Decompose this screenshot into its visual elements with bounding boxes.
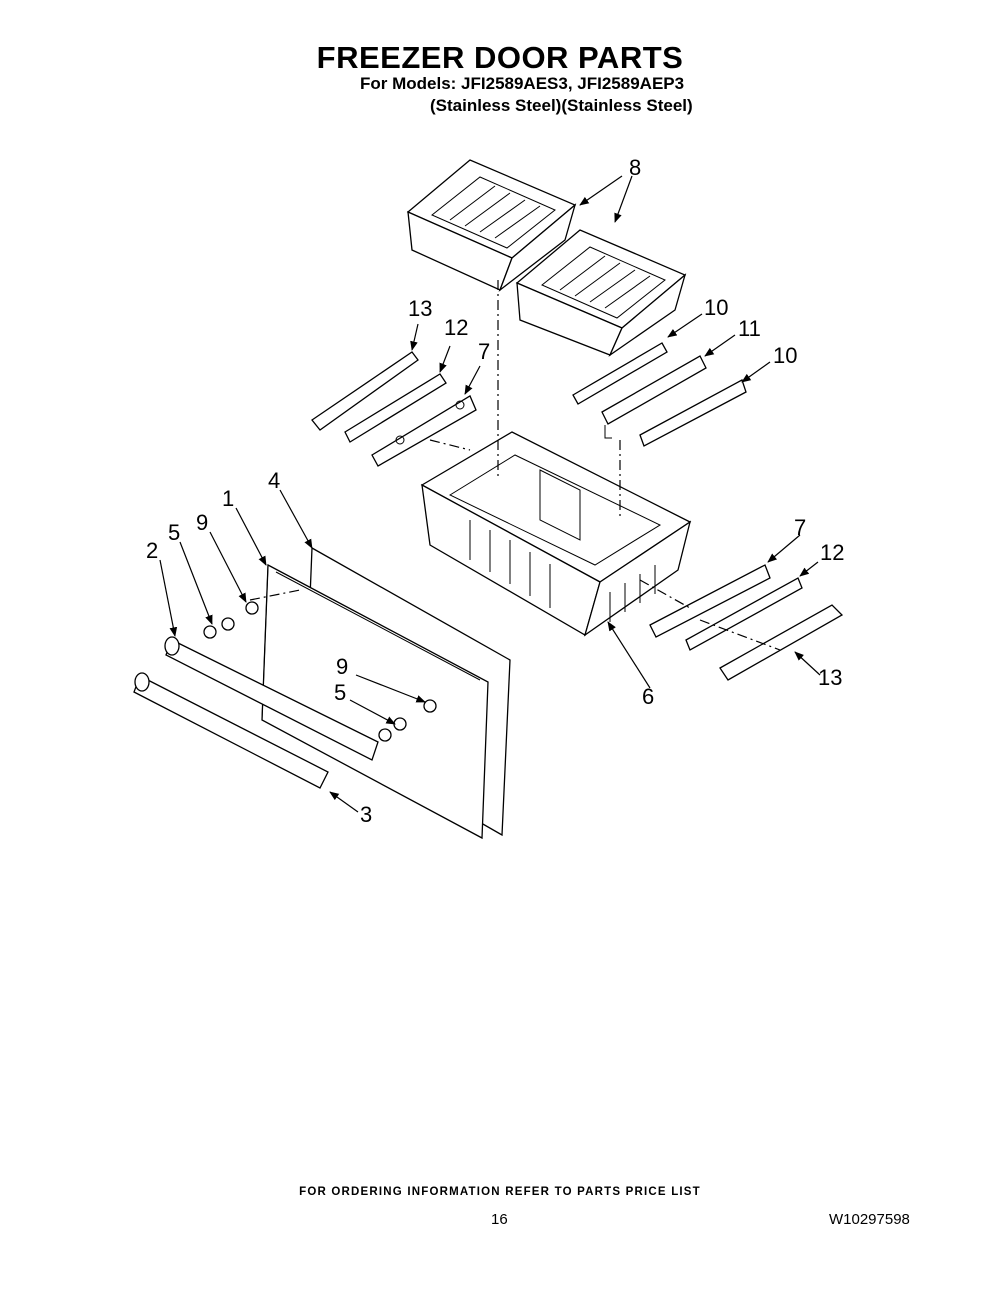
left-rail-cover xyxy=(311,351,419,431)
callout-2: 2 xyxy=(146,538,158,563)
door-handle-lower xyxy=(133,672,329,789)
callout-13-lower: 13 xyxy=(818,665,842,690)
page-title: FREEZER DOOR PARTS xyxy=(316,40,684,75)
handle-mounts xyxy=(203,601,437,742)
callout-8: 8 xyxy=(629,155,641,180)
page-number: 16 xyxy=(491,1211,508,1228)
upper-basket-front xyxy=(515,229,687,357)
callout-3: 3 xyxy=(360,802,372,827)
callout-4: 4 xyxy=(268,468,280,493)
callout-numbers: 8 13 12 7 10 11 10 4 1 2 5 9 7 12 6 9 5 … xyxy=(146,155,844,827)
callout-13-upper: 13 xyxy=(408,296,432,321)
ordering-note: FOR ORDERING INFORMATION REFER TO PARTS … xyxy=(299,1186,701,1198)
upper-rail-11 xyxy=(601,355,707,439)
lower-rail-bracket xyxy=(649,564,771,638)
callout-10-lower: 10 xyxy=(773,343,797,368)
callout-7-lower: 7 xyxy=(794,515,806,540)
finish-line: (Stainless Steel)(Stainless Steel) xyxy=(430,96,693,115)
callout-12-upper: 12 xyxy=(444,315,468,340)
callout-7-upper: 7 xyxy=(478,339,490,364)
callout-11: 11 xyxy=(738,316,761,341)
callout-9-upper: 9 xyxy=(196,510,208,535)
callout-5-lower: 5 xyxy=(334,680,346,705)
upper-basket-rear xyxy=(406,159,577,292)
callout-6: 6 xyxy=(642,684,654,709)
callout-9-lower: 9 xyxy=(336,654,348,679)
lower-rail-cover xyxy=(719,604,844,681)
upper-rail-10-rear xyxy=(572,342,668,405)
left-rail-slide xyxy=(344,373,447,443)
left-rail-bracket xyxy=(371,395,477,467)
freezer-basket xyxy=(420,431,692,637)
models-line: For Models: JFI2589AES3, JFI2589AEP3 xyxy=(360,74,685,93)
door-handle-upper xyxy=(164,636,379,761)
callout-12-lower: 12 xyxy=(820,540,844,565)
document-number: W10297598 xyxy=(829,1211,910,1228)
callout-leaders xyxy=(159,175,821,813)
upper-rail-10-front xyxy=(639,379,747,447)
lower-rail-slide xyxy=(685,577,803,651)
callout-5-upper: 5 xyxy=(168,520,180,545)
alignment-lines xyxy=(249,280,781,651)
callout-10-upper: 10 xyxy=(704,295,728,320)
callout-1: 1 xyxy=(222,486,234,511)
